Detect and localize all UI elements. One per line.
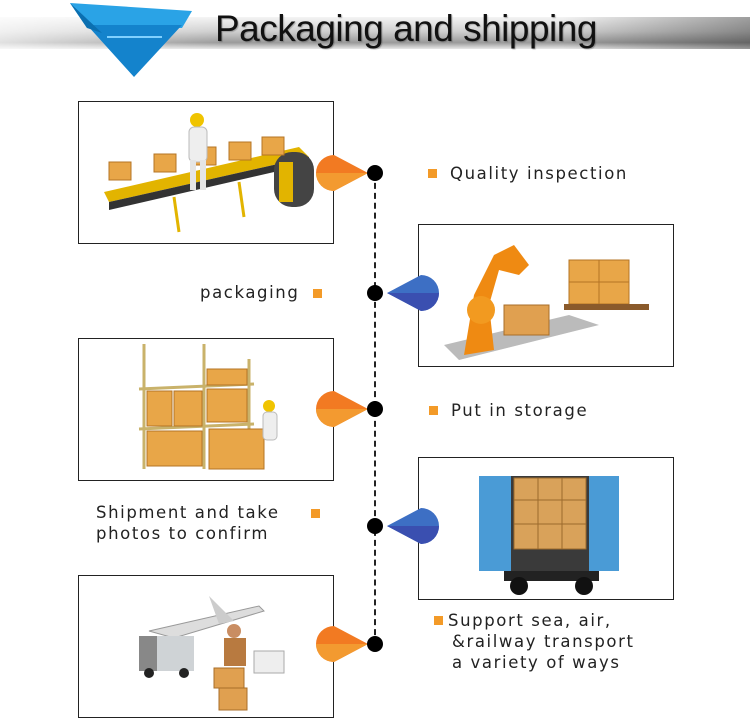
step-label-put-in-storage: Put in storage [451,401,589,420]
timeline-dot [367,401,383,417]
page-title: Packaging and shipping [215,8,597,49]
step-label-shipment: Shipment and take photos to confirm [96,502,280,544]
bullet-square-icon [434,616,443,625]
step-label-line: Shipment and take [96,503,280,522]
step-label-line: Support sea, air, [448,611,612,630]
timeline-dot [367,165,383,181]
bullet-square-icon [429,406,438,415]
step-label-packaging: packaging [200,283,300,302]
step-label-line: a variety of ways [452,653,621,672]
blue-pin-icon [387,508,439,544]
step-label-line: &railway transport [452,632,635,651]
step-label-transport: Support sea, air, &railway transport a v… [448,610,635,673]
orange-pin-icon [316,626,368,662]
warehouse-storage-photo [78,338,334,481]
orange-pin-icon [316,391,368,427]
bullet-square-icon [311,509,320,518]
blue-triangle-logo-icon [70,3,192,77]
transport-modes-photo [78,575,334,718]
container-truck-photo [418,457,674,600]
timeline-dot [367,285,383,301]
timeline-dot [367,636,383,652]
step-label-quality-inspection: Quality inspection [450,164,628,183]
step-label-line: photos to confirm [96,524,270,543]
bullet-square-icon [313,289,322,298]
timeline-dot [367,518,383,534]
bullet-square-icon [428,169,437,178]
orange-pin-icon [316,155,368,191]
robot-arm-packaging-photo [418,224,674,367]
conveyor-belt-worker-photo [78,101,334,244]
blue-pin-icon [387,275,439,311]
